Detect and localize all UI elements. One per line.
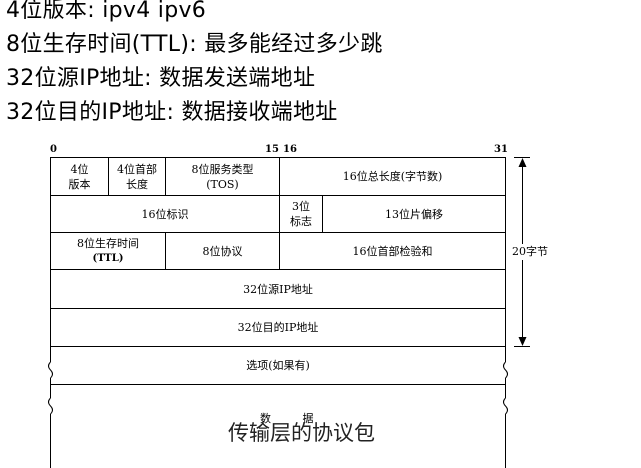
- field-header-length: 4位首部长度: [117, 162, 157, 191]
- field-tos: 8位服务类型(TOS): [191, 162, 254, 191]
- field-source-ip: 32位源IP地址: [243, 282, 313, 296]
- header-size-label: 20字节: [512, 245, 548, 258]
- field-protocol: 8位协议: [202, 244, 243, 258]
- field-dest-ip: 32位目的IP地址: [237, 321, 319, 334]
- field-version: 4位版本: [68, 162, 91, 191]
- left-wave-1: [48, 361, 53, 379]
- diagram-caption: 传输层的协议包: [228, 421, 375, 445]
- note-dest-ip: 32位目的IP地址: 数据接收端地址: [6, 100, 338, 125]
- field-header-checksum: 16位首部检验和: [352, 244, 433, 258]
- bit-marker-15: 15: [265, 144, 279, 155]
- right-wave-1: [503, 361, 508, 379]
- field-ttl: 8位生存时间(TTL): [77, 237, 139, 264]
- size-arrow-down: [518, 337, 527, 346]
- field-options: 选项(如果有): [246, 359, 310, 372]
- right-wave-2: [503, 397, 508, 415]
- left-wave-2: [48, 397, 53, 415]
- notes-block: 4位版本: ipv4 ipv6 8位生存时间(TTL): 最多能经过多少跳 32…: [6, 0, 626, 130]
- bit-marker-16: 16: [283, 144, 297, 155]
- field-total-length: 16位总长度(字节数): [342, 170, 443, 183]
- note-version: 4位版本: ipv4 ipv6: [6, 0, 207, 23]
- field-data: 数 据: [260, 412, 328, 425]
- field-flags: 3位标志: [290, 200, 312, 228]
- field-fragment-offset: 13位片偏移: [385, 207, 443, 221]
- size-arrow-up: [518, 158, 527, 167]
- field-identification: 16位标识: [141, 207, 189, 221]
- bit-marker-31: 31: [494, 144, 508, 155]
- note-ttl: 8位生存时间(TTL): 最多能经过多少跳: [6, 32, 383, 57]
- bit-marker-0: 0: [50, 144, 57, 155]
- note-source-ip: 32位源IP地址: 数据发送端地址: [6, 66, 316, 91]
